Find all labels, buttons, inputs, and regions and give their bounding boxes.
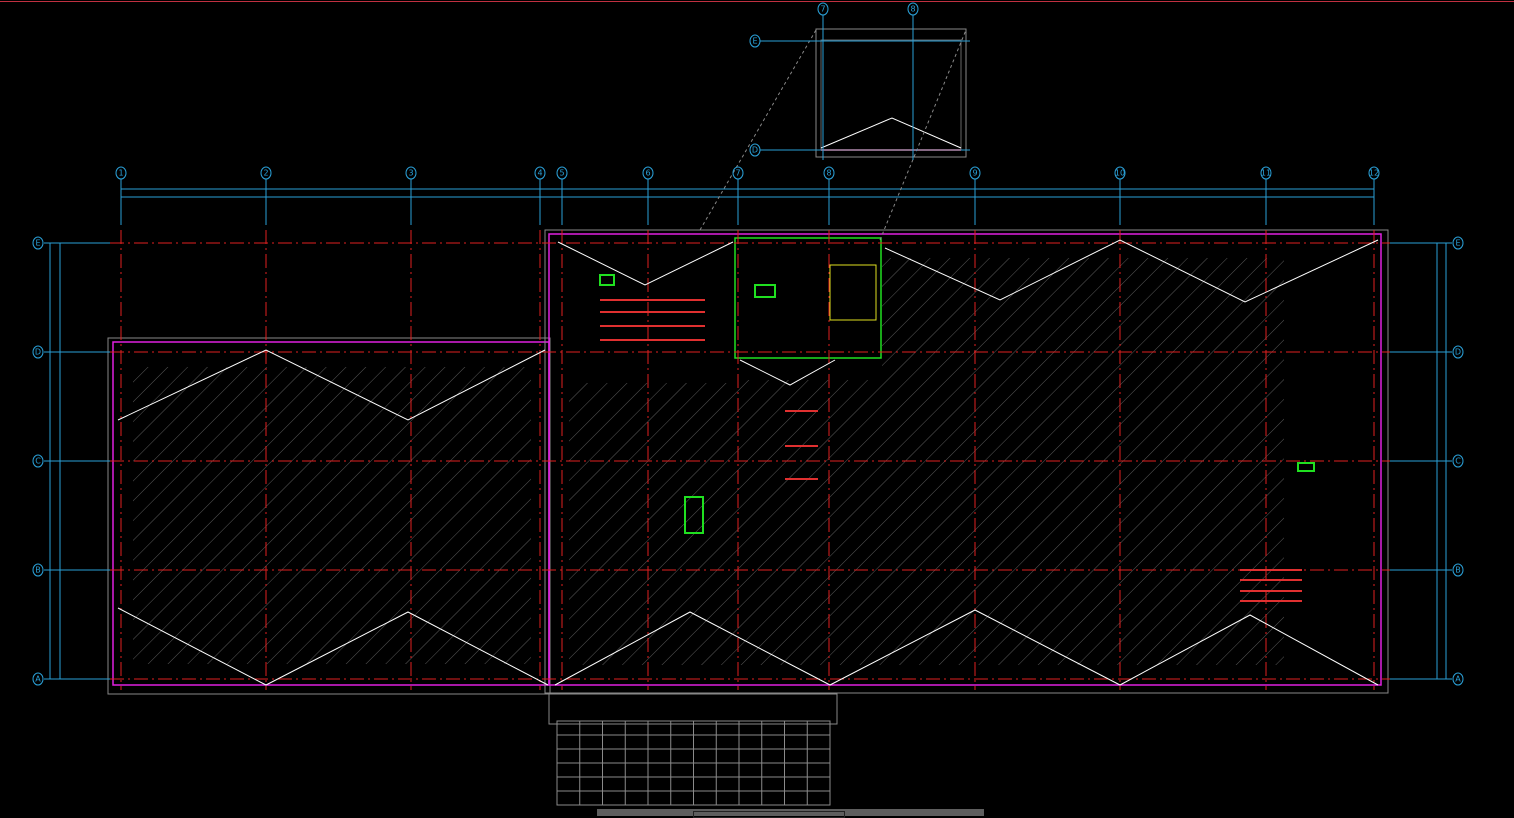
axis-label: E <box>1455 239 1460 248</box>
axis-label: 6 <box>645 169 650 178</box>
axis-label: 8 <box>826 169 831 178</box>
axis-label: D <box>752 146 758 155</box>
axis-label: B <box>1455 566 1461 575</box>
stair-core <box>734 237 882 359</box>
axis-label: 10 <box>1115 169 1125 178</box>
upper-roof-plan <box>699 15 970 241</box>
outer-wall-left <box>107 337 551 695</box>
hatch-area-mid <box>569 383 739 665</box>
axis-bubble-8: 8 <box>823 166 835 180</box>
stair-flight <box>829 264 877 321</box>
hatch-area-left <box>133 367 531 664</box>
axis-bubble-D: D <box>1452 345 1464 359</box>
axis-bubble-E: E <box>1452 236 1464 250</box>
entrance-canopy <box>548 693 838 725</box>
axis-label: D <box>35 348 41 357</box>
equipment-markers <box>600 299 1302 602</box>
ridge-center <box>739 359 836 386</box>
axis-label: C <box>1455 457 1461 466</box>
upper-ridge <box>820 117 962 149</box>
entrance-paving-grid <box>556 720 831 806</box>
axis-bubble-8: 8 <box>907 2 919 16</box>
ridge-left-top <box>117 349 546 421</box>
axis-bubble-6: 6 <box>642 166 654 180</box>
axis-label: 7 <box>820 5 825 14</box>
axis-label: 4 <box>537 169 542 178</box>
axis-bubble-12: 12 <box>1368 166 1380 180</box>
axis-bubble-5: 5 <box>556 166 568 180</box>
upper-plan-inner <box>820 39 962 151</box>
ridge-right-top-a <box>557 241 734 286</box>
axis-bubble-4: 4 <box>534 166 546 180</box>
axis-bubble-C: C <box>1452 454 1464 468</box>
axis-bubble-3: 3 <box>405 166 417 180</box>
axis-bubble-D: D <box>32 345 44 359</box>
roof-ridge-lines <box>117 239 1379 686</box>
axis-grid <box>44 179 1452 690</box>
parapet-right <box>548 233 1382 686</box>
axis-label: 5 <box>559 169 564 178</box>
roof-fan-equipment <box>754 284 776 298</box>
axis-bubble-E: E <box>32 236 44 250</box>
axis-bubble-1: 1 <box>115 166 127 180</box>
axis-bubble-C: C <box>32 454 44 468</box>
status-field <box>693 811 845 818</box>
axis-label: 7 <box>735 169 740 178</box>
axis-bubble-7: 7 <box>732 166 744 180</box>
axis-bubble-E: E <box>749 34 761 48</box>
axis-bubble-D: D <box>749 143 761 157</box>
axis-bubble-B: B <box>32 563 44 577</box>
ridge-right-top-b <box>884 239 1379 303</box>
axis-label: B <box>35 566 41 575</box>
ridge-right-bottom <box>554 609 1379 686</box>
axis-label: A <box>1455 675 1461 684</box>
axis-bubble-11: 11 <box>1260 166 1272 180</box>
axis-label: 12 <box>1369 169 1379 178</box>
hatch-area-center <box>739 380 882 665</box>
axis-bubble-10: 10 <box>1114 166 1126 180</box>
axis-label: E <box>752 37 757 46</box>
axis-bubble-A: A <box>32 672 44 686</box>
roof-exhaust-equipment <box>1297 462 1315 472</box>
axis-label: E <box>35 239 40 248</box>
axis-label: A <box>35 675 41 684</box>
axis-label: 9 <box>972 169 977 178</box>
axis-bubble-B: B <box>1452 563 1464 577</box>
axis-label: D <box>1455 348 1461 357</box>
roof-unit-equipment <box>599 274 615 286</box>
axis-label: 11 <box>1261 169 1271 178</box>
axis-label: C <box>35 457 41 466</box>
axis-label: 3 <box>408 169 413 178</box>
axis-bubble-9: 9 <box>969 166 981 180</box>
ridge-left-bottom <box>117 607 549 686</box>
upper-plan-outline <box>815 28 967 158</box>
roof-vent-equipment <box>684 496 704 534</box>
axis-bubble-2: 2 <box>260 166 272 180</box>
axis-label: 1 <box>118 169 123 178</box>
upper-plan-axis-bubbles: 7 8E D <box>749 2 919 157</box>
status-bar <box>597 809 984 818</box>
axis-label: 2 <box>263 169 268 178</box>
axis-bubble-7: 7 <box>817 2 829 16</box>
axis-bubble-A: A <box>1452 672 1464 686</box>
axis-label: 8 <box>910 5 915 14</box>
